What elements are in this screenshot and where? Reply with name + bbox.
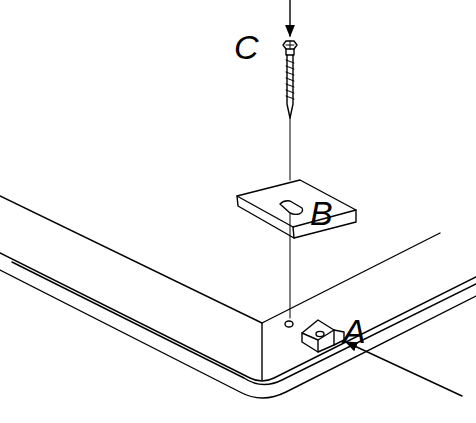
part-letter: B bbox=[310, 196, 333, 230]
part-letter: C bbox=[234, 30, 259, 64]
panel-edge bbox=[261, 323, 262, 380]
panel-trim bbox=[0, 270, 476, 398]
panel-edge bbox=[262, 233, 440, 323]
screw-part bbox=[283, 0, 297, 118]
clip-part bbox=[302, 320, 344, 352]
bracket-part bbox=[237, 180, 356, 238]
panel-trim bbox=[12, 262, 476, 385]
part-letter: A bbox=[343, 314, 366, 348]
panel-edge bbox=[0, 253, 476, 381]
direction-arrow bbox=[289, 0, 290, 36]
direction-arrow bbox=[346, 342, 462, 396]
panel-edge bbox=[0, 196, 262, 323]
screw-hole bbox=[285, 321, 293, 327]
